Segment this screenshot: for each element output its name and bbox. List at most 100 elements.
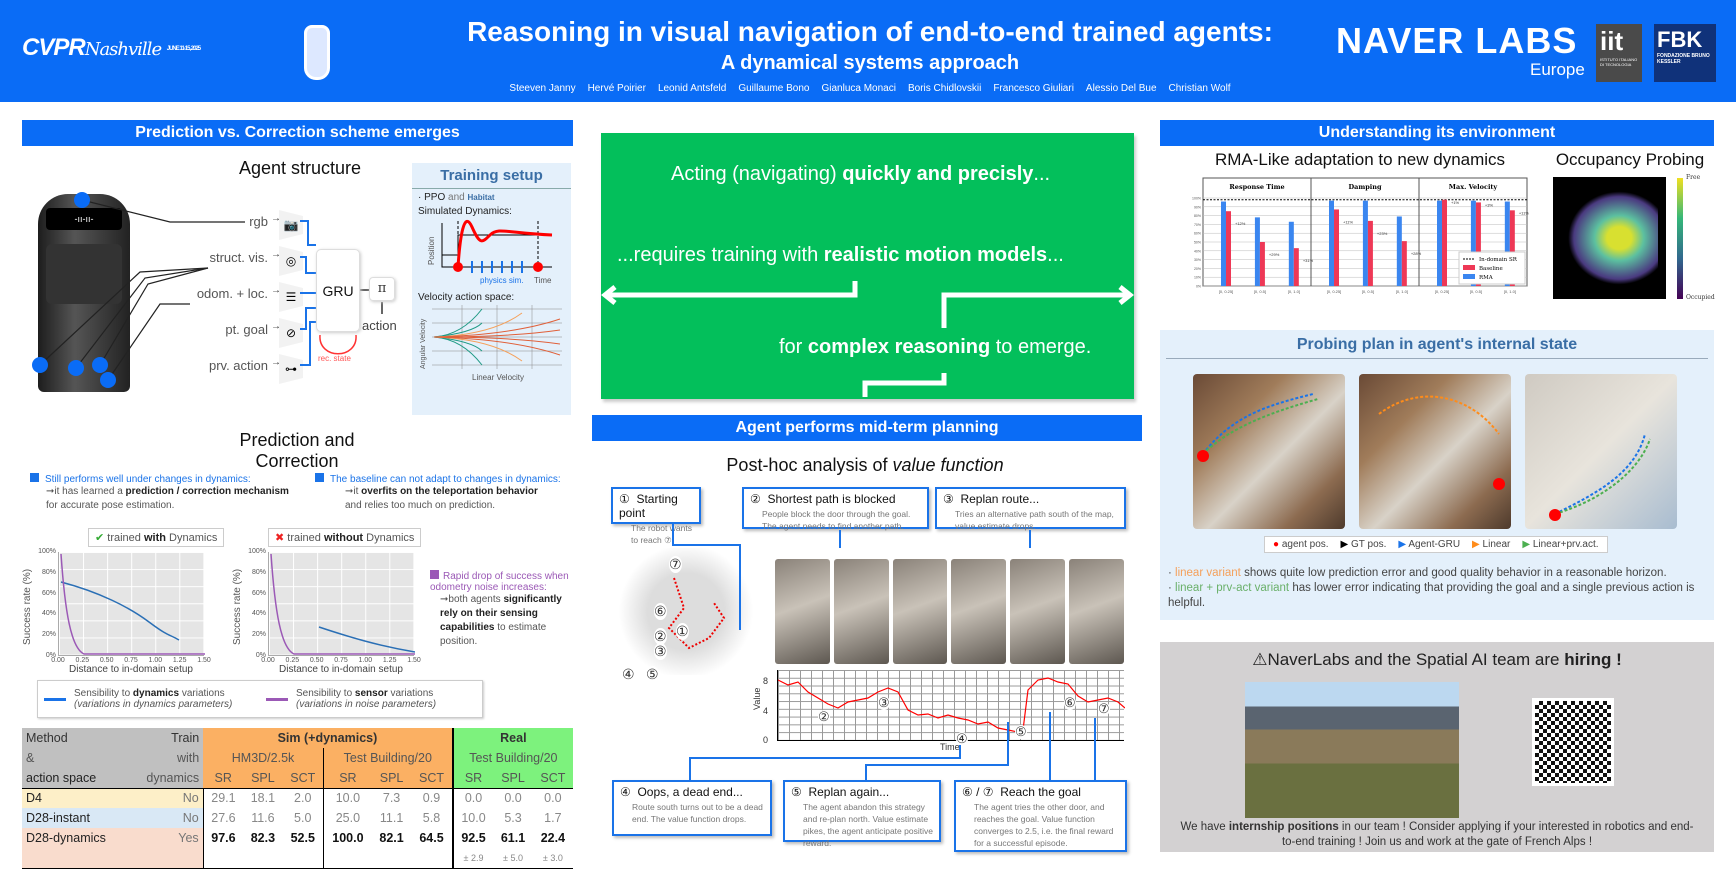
target-icon: ◎ [279,246,303,276]
table-header: SPL [243,768,283,788]
legend-swatch [1463,265,1475,270]
value-cell: 5.3 [504,811,522,825]
menu-lines-icon: ☰ [279,282,303,312]
photo-frame [951,559,1007,664]
y-tick-label-right: 80% [251,568,266,576]
table-header: SPL [493,768,533,788]
x-tick-label-left: 0.75 [124,657,138,664]
gain-label: +29% [1269,252,1280,257]
without-dynamics-label: ✖ trained without Dynamics [268,528,422,547]
gamepad-icon: ⊶ [279,354,303,384]
std-cell: ± 5.0 [503,852,523,863]
map-step-marker: ④ [622,666,635,683]
table-header: HM3D/2.5k [203,748,324,768]
robot-camera-photos [775,559,1124,664]
value-cell: 0.0 [504,791,522,806]
photo-frame [833,559,889,664]
bar-rma [1221,201,1226,286]
poster-title: Reasoning in visual navigation of end-to… [467,16,1273,47]
bar-baseline [1259,242,1265,286]
probing-legend: ● agent pos.▶ GT pos.▶ Agent-GRU▶ Linear… [1264,536,1608,553]
y-tick-label-left: 80% [41,568,56,576]
linear-velocity-label: Linear Velocity [472,373,524,382]
occupancy-map [1553,177,1666,299]
panel-title: Response Time [1229,183,1284,191]
y-tick-label-left: 40% [41,610,56,618]
y-tick-label-right: 60% [251,589,266,597]
gain-label: +12% [1235,221,1246,226]
y-tick-label-right: 40% [251,610,266,618]
value-cell: 2.0 [294,791,312,806]
callout-baseline: The baseline can not adapt to changes in… [315,473,585,513]
bar-baseline [1401,241,1407,286]
y-tick-label: 70% [1194,223,1201,227]
value-cell: 5.0 [294,811,312,825]
value-cell: 7.3 [382,791,401,806]
value-cell: 0.0 [451,788,494,808]
x-tick-label: [0, 0.25] [1435,289,1449,294]
method-cell: D28-dynamics [22,828,130,848]
timeline-callout: ③ Replan route...Tries an alternative pa… [935,487,1126,531]
value-cell: 29.1 [202,788,244,808]
bar-baseline [1293,248,1299,286]
table-header: Test Building/20 [451,748,573,768]
map-step-marker: ⑤ [646,666,659,683]
bar-rma [1362,200,1368,286]
campus-photo [1245,682,1459,818]
table-header: Real [451,728,573,748]
legend-item: ▶ Linear [1472,539,1511,550]
input-label: rgb [249,214,268,229]
input-label: prv. action [208,358,268,373]
bullet-linear-prv: · linear + prv-act variant has lower err… [1168,582,1695,609]
bar-rma [1396,216,1402,286]
y-tick-label: 20% [1194,267,1201,271]
gain-label: +3% [1485,202,1494,207]
with-dynamics-label: ✔ trained with Dynamics [88,528,225,547]
table-header: SCT [411,768,453,788]
legend-item: ▶ Linear+prv.act. [1522,539,1599,550]
gain-label: +23% [1377,231,1388,236]
y-tick-label: 100% [1192,197,1201,201]
probing-map-3 [1525,374,1677,529]
legend-item: Sensibility to sensor variations(variati… [260,681,482,717]
bar-baseline [1334,209,1339,286]
legend-item: ● agent pos. [1273,539,1329,550]
legend-item: Sensibility to dynamics variations(varia… [38,681,260,717]
legend-swatch [266,697,288,701]
recurrent-state-arrow [319,334,357,355]
gain-label: +31% [1303,258,1314,263]
method-cell: D4 [22,788,130,808]
y-tick-label-right: 100% [248,548,266,555]
value-cell: 61.1 [500,831,526,845]
map-step-marker: ⑥ [654,603,667,620]
x-tick-label: [0, 0.5] [1254,289,1266,294]
author-name: Alessio Del Bue [1085,83,1157,94]
rma-bar-chart: 0%10%20%30%40%50%60%70%80%90%100%Respons… [1192,177,1529,294]
warning-icon: ⚠ [1252,650,1268,669]
value-cell: 0.9 [422,791,441,806]
panel-title: Damping [1348,183,1381,191]
bar-rma [1329,200,1334,286]
value-cell: 92.5 [451,828,494,848]
robot-image: -ıı-ıı- [38,194,130,392]
legend-label: RMA [1479,275,1494,281]
callout-odometry-noise: Rapid drop of success when odometry nois… [430,570,569,647]
qr-code[interactable] [1532,698,1614,786]
input-label: struct. vis. [209,250,268,265]
gain-label: +28% [1411,251,1422,256]
bar-rma [1437,200,1442,286]
naver-labs-logo: NAVER LABS [1336,20,1578,61]
key-message-box: Acting (navigating) quickly and precisly… [601,133,1134,399]
x-axis-label-left: Distance to in-domain setup [69,664,193,675]
table-header: Test Building/20 [322,748,453,768]
message-line-1: Acting (navigating) quickly and precisly… [671,163,1051,185]
train-cell: No [129,788,204,808]
method-cell: D28-instant [22,808,130,828]
author-name: Leonid Antsfeld [657,83,727,94]
angular-velocity-label: Angular Velocity [420,318,427,369]
